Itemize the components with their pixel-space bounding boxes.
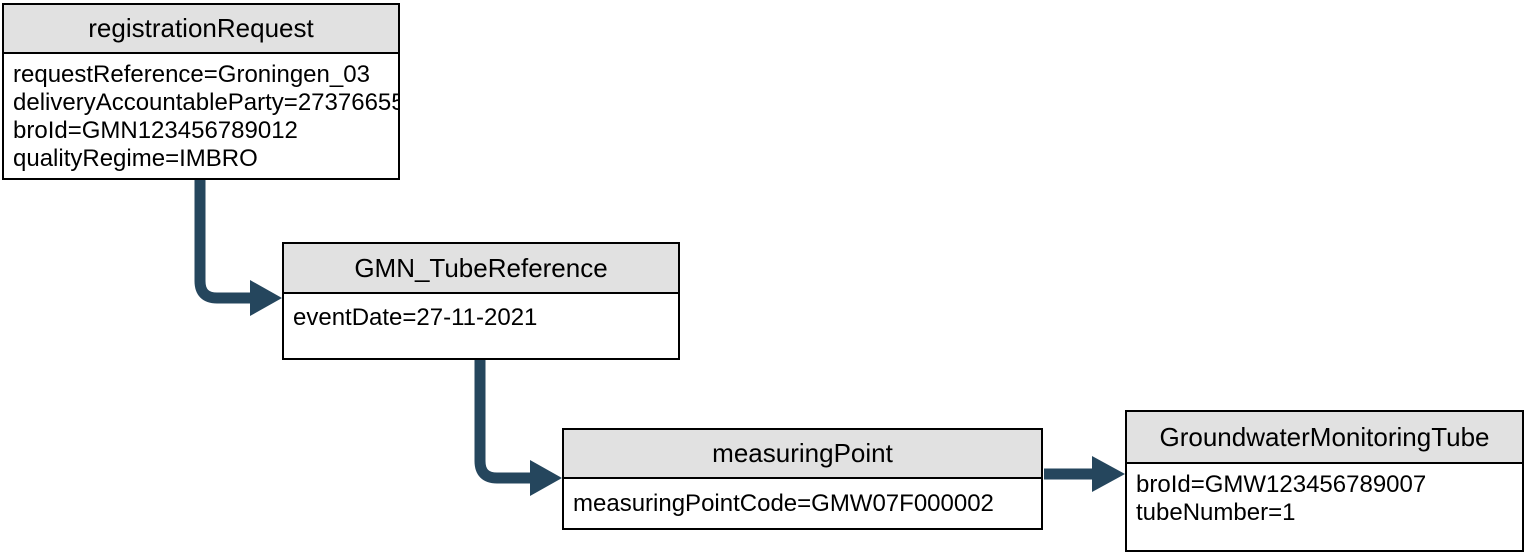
node-gmn-tube-reference-title: GMN_TubeReference <box>284 244 678 294</box>
node-measuring-point-attributes: measuringPointCode=GMW07F000002 <box>564 479 1041 528</box>
edge-registration-request-arrowhead-icon <box>250 280 282 316</box>
edge-gmn-tube-reference-to-measuring-point <box>474 359 531 484</box>
node-registration-request: registrationRequest requestReference=Gro… <box>2 3 400 180</box>
node-groundwater-monitoring-tube-attributes: broId=GMW123456789007 tubeNumber=1 <box>1127 464 1522 534</box>
edge-registration-request-to-gmn-tube-reference <box>194 179 251 304</box>
node-measuring-point-title: measuringPoint <box>564 430 1041 479</box>
attribute-request-reference: requestReference=Groningen_03 <box>13 61 370 88</box>
node-gmn-tube-reference: GMN_TubeReference eventDate=27-11-2021 <box>282 242 680 360</box>
node-groundwater-monitoring-tube-title: GroundwaterMonitoringTube <box>1127 412 1522 464</box>
attribute-delivery-accountable-party: deliveryAccountableParty=27376655 <box>13 89 398 116</box>
attribute-quality-regime: qualityRegime=IMBRO <box>13 145 258 172</box>
node-groundwater-monitoring-tube: GroundwaterMonitoringTube broId=GMW12345… <box>1125 410 1524 552</box>
attribute-bro-id: broId=GMW123456789007 <box>1136 471 1427 498</box>
edge-measuring-point-arrowhead-icon <box>1092 456 1125 492</box>
node-gmn-tube-reference-attributes: eventDate=27-11-2021 <box>284 294 678 339</box>
edge-gmn-tube-reference-arrowhead-icon <box>530 460 562 496</box>
attribute-measuring-point-code: measuringPointCode=GMW07F000002 <box>573 489 994 517</box>
attribute-tube-number: tubeNumber=1 <box>1136 499 1296 526</box>
node-measuring-point: measuringPoint measuringPointCode=GMW07F… <box>562 428 1043 530</box>
attribute-event-date: eventDate=27-11-2021 <box>293 304 538 331</box>
node-registration-request-attributes: requestReference=Groningen_03 deliveryAc… <box>4 54 398 180</box>
attribute-bro-id: broId=GMN123456789012 <box>13 117 298 144</box>
node-registration-request-title: registrationRequest <box>4 5 398 54</box>
